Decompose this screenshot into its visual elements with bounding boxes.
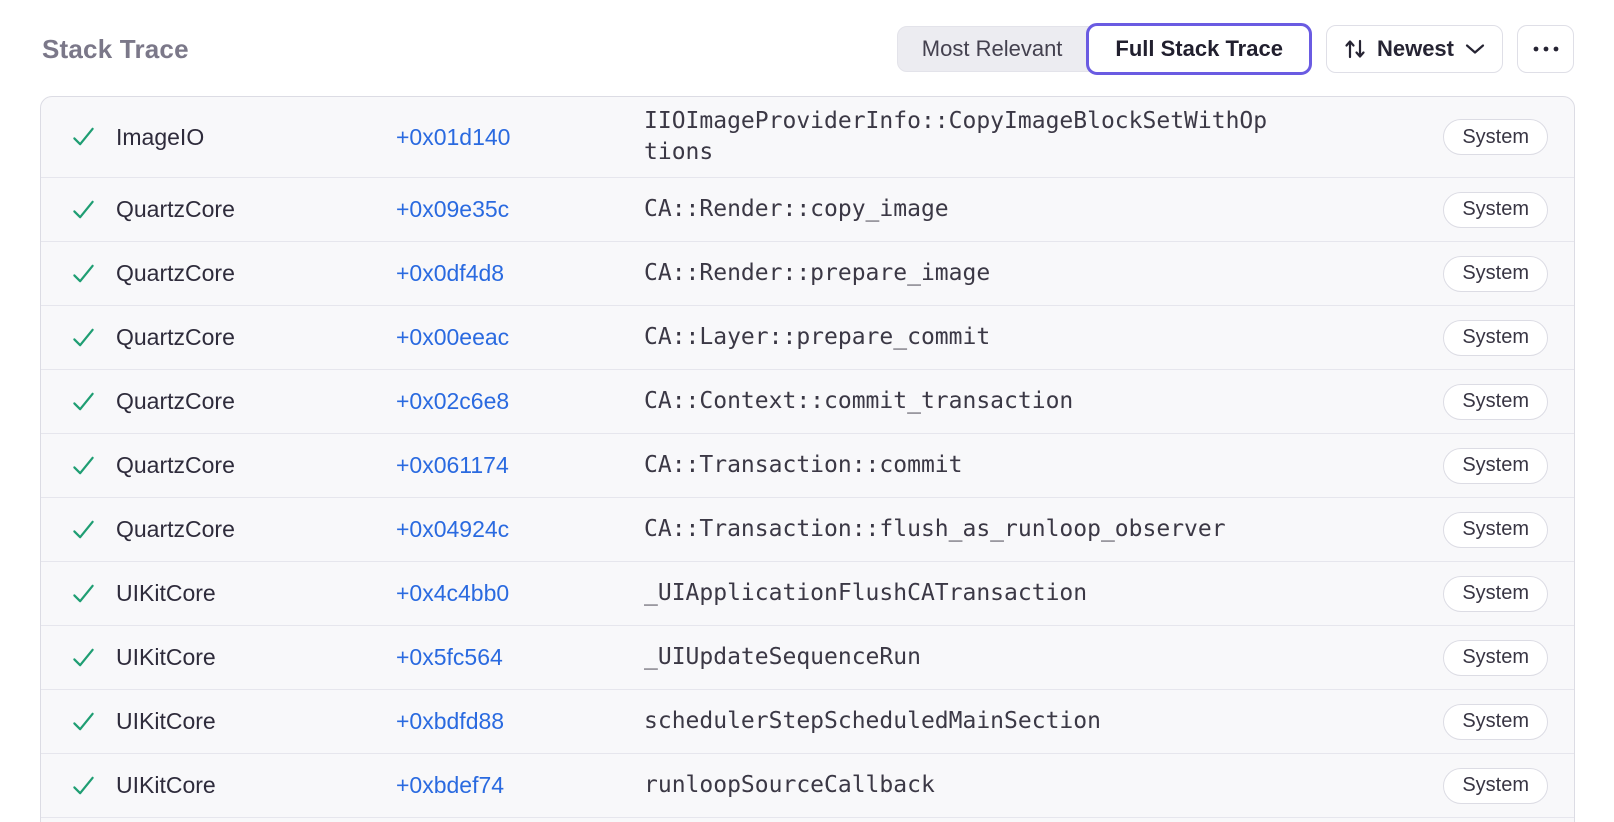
system-badge: System (1443, 319, 1548, 356)
module-name: QuartzCore (116, 324, 235, 350)
stack-trace-header: Stack Trace Most Relevant Full Stack Tra… (0, 0, 1614, 75)
system-badge: System (1443, 639, 1548, 676)
system-badge: System (1443, 511, 1548, 548)
check-icon (71, 645, 96, 671)
frame-address-link[interactable]: +0x0df4d8 (396, 260, 505, 286)
stack-frame-row[interactable]: QuartzCore +0x00eeac CA::Layer::prepare_… (41, 305, 1574, 369)
check-icon (71, 325, 96, 351)
system-badge: System (1443, 703, 1548, 740)
stack-frame-row[interactable]: QuartzCore +0x04924c CA::Transaction::fl… (41, 497, 1574, 561)
module-name: UIKitCore (116, 772, 216, 798)
check-icon (71, 197, 96, 223)
system-badge: System (1443, 383, 1548, 420)
function-name: CA::Transaction::commit (644, 452, 963, 478)
stack-frame-row[interactable]: QuartzCore +0x061174 CA::Transaction::co… (41, 433, 1574, 497)
check-icon (71, 124, 96, 150)
function-name: CA::Transaction::flush_as_runloop_observ… (644, 516, 1226, 542)
sort-label: Newest (1376, 36, 1454, 61)
full-stack-trace-button[interactable]: Full Stack Trace (1086, 23, 1312, 75)
stack-frame-row[interactable]: UIKitCore +0xbdef74 runloopSourceCallbac… (41, 753, 1574, 817)
module-name: QuartzCore (116, 516, 235, 542)
check-icon (71, 581, 96, 607)
module-name: QuartzCore (116, 388, 235, 414)
frame-address-link[interactable]: +0x00eeac (396, 324, 510, 350)
frame-address-link[interactable]: +0xbdfd88 (396, 708, 505, 734)
function-name: _UIApplicationFlushCATransaction (644, 580, 1088, 606)
chevron-down-icon (1464, 42, 1486, 56)
check-icon (71, 709, 96, 735)
check-icon (71, 773, 96, 799)
system-badge: System (1443, 119, 1548, 155)
stack-frame-row[interactable]: QuartzCore +0x02c6e8 CA::Context::commit… (41, 369, 1574, 433)
frame-address-link[interactable]: +0x02c6e8 (396, 388, 510, 414)
module-name: QuartzCore (116, 452, 235, 478)
function-name: runloopSourceCallback (644, 772, 935, 798)
check-icon (71, 517, 96, 543)
function-name: _UIUpdateSequenceRun (644, 644, 921, 670)
stack-frame-row[interactable]: QuartzCore +0x09e35c CA::Render::copy_im… (41, 177, 1574, 241)
stack-trace-table: ImageIO +0x01d140 IIOImageProviderInfo::… (40, 96, 1575, 822)
sort-arrows-icon (1343, 36, 1367, 62)
page-title: Stack Trace (42, 33, 189, 64)
check-icon (71, 453, 96, 479)
function-name: schedulerStepScheduledMainSection (644, 708, 1101, 734)
ellipsis-icon (1532, 45, 1560, 53)
sort-button[interactable]: Newest (1325, 25, 1503, 73)
module-name: UIKitCore (116, 580, 216, 606)
frame-address-link[interactable]: +0x04924c (396, 516, 510, 542)
frame-address-link[interactable]: +0x01d140 (396, 123, 511, 150)
system-badge: System (1443, 447, 1548, 484)
header-controls: Most Relevant Full Stack Trace Newest (896, 23, 1574, 75)
check-icon (71, 261, 96, 287)
function-name: CA::Render::prepare_image (644, 260, 991, 286)
system-badge: System (1443, 191, 1548, 228)
module-name: UIKitCore (116, 708, 216, 734)
frame-address-link[interactable]: +0x09e35c (396, 196, 510, 222)
function-name: CA::Context::commit_transaction (644, 388, 1074, 414)
module-name: ImageIO (116, 123, 205, 150)
stack-frame-row[interactable]: UIKitCore +0x4c4bb0 _UIApplicationFlushC… (41, 561, 1574, 625)
function-name: IIOImageProviderInfo::CopyImageBlockSetW… (644, 108, 1268, 165)
frame-address-link[interactable]: +0x061174 (396, 452, 509, 478)
function-name: CA::Render::copy_image (644, 196, 949, 222)
more-options-button[interactable] (1517, 25, 1574, 73)
most-relevant-button[interactable]: Most Relevant (898, 27, 1087, 71)
module-name: QuartzCore (116, 260, 235, 286)
frame-address-link[interactable]: +0x4c4bb0 (396, 580, 510, 606)
frame-address-link[interactable]: +0xbdef74 (396, 772, 505, 798)
system-badge: System (1443, 255, 1548, 292)
module-name: QuartzCore (116, 196, 235, 222)
system-badge: System (1443, 767, 1548, 804)
stack-frame-row[interactable]: ImageIO +0x01d140 IIOImageProviderInfo::… (41, 97, 1574, 177)
module-name: UIKitCore (116, 644, 216, 670)
stack-frame-row[interactable]: UIKitCore +0x5fc564 _UIUpdateSequenceRun… (41, 625, 1574, 689)
system-badge: System (1443, 575, 1548, 612)
function-name: CA::Layer::prepare_commit (644, 324, 991, 350)
check-icon (71, 389, 96, 415)
frame-address-link[interactable]: +0x5fc564 (396, 644, 503, 670)
stack-frame-row[interactable]: QuartzCore +0x0df4d8 CA::Render::prepare… (41, 241, 1574, 305)
stack-frame-row-partial (41, 817, 1574, 822)
stack-frame-row[interactable]: UIKitCore +0xbdfd88 schedulerStepSchedul… (41, 689, 1574, 753)
view-toggle: Most Relevant Full Stack Trace (896, 23, 1312, 75)
